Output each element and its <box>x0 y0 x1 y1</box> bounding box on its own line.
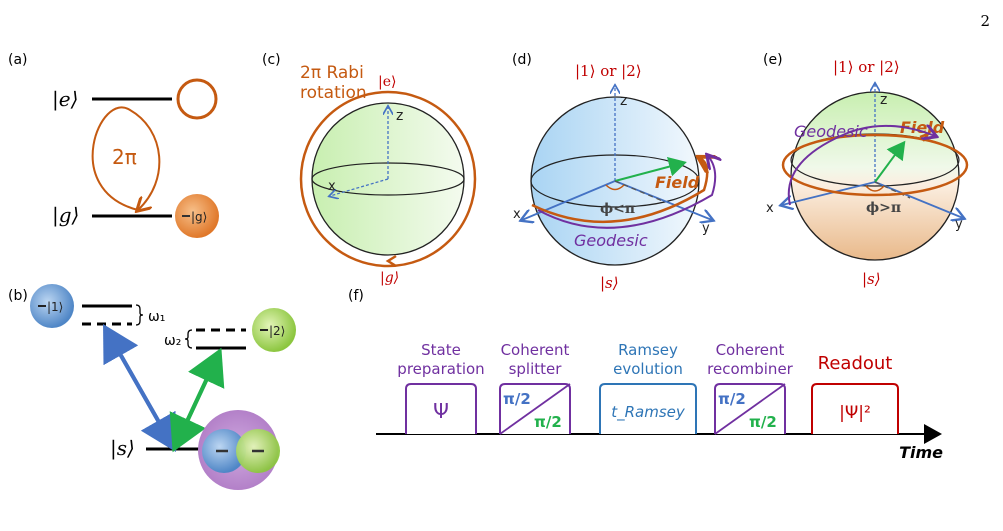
rabi-arrow-c <box>385 254 397 268</box>
omega-2: ω₂ <box>164 333 181 349</box>
panel-b-label: (b) <box>8 288 28 304</box>
field-vector-e <box>874 140 906 183</box>
stage-5-title: Readout <box>818 353 893 374</box>
state-bottom-e: |s⟩ <box>862 270 881 288</box>
page-number: 2 <box>980 12 990 30</box>
geodesic-arc-d <box>537 156 715 229</box>
field-orbit-e <box>781 133 969 197</box>
geodesic-label-d: Geodesic <box>574 231 648 250</box>
phi-label-d: ϕ<π <box>600 201 635 217</box>
y-axis-e <box>874 181 963 218</box>
panel-f-label: (f) <box>348 288 364 304</box>
stage-1-content: Ψ <box>433 399 449 423</box>
state-top-d: |1⟩ or |2⟩ <box>575 62 642 80</box>
panel-e-label: (e) <box>763 52 783 68</box>
stage-2-top: π/2 <box>503 390 531 408</box>
ket-e: |e⟩ <box>52 87 78 112</box>
atom-2 <box>252 308 296 352</box>
phi-arc-d <box>605 184 625 191</box>
field-projection-e <box>874 181 911 199</box>
panel-c: (c) 2π Rabi rotation |e⟩ z x |g⟩ <box>262 52 477 286</box>
panel-c-label: (c) <box>262 52 281 68</box>
stage-1-title-1: State <box>421 341 461 359</box>
omega-1: ω₁ <box>148 309 165 325</box>
x-label-c: x <box>328 179 336 194</box>
x-axis-e <box>782 181 876 205</box>
panel-e: (e) |1⟩ or |2⟩ z x y ϕ>π Field Geodesic … <box>763 52 969 288</box>
field-vector-d <box>614 156 687 182</box>
y-label-e: y <box>955 217 963 232</box>
state-top-e: |1⟩ or |2⟩ <box>833 58 900 76</box>
ket-s: |s⟩ <box>110 436 135 461</box>
panel-a-label: (a) <box>8 52 28 68</box>
loop-label: 2π <box>112 145 137 169</box>
ket-g: |g⟩ <box>52 203 79 228</box>
stage-4-title-1: Coherent <box>716 341 785 359</box>
z-label-c: z <box>396 108 403 124</box>
y-axis-d <box>614 180 712 220</box>
time-label: Time <box>899 443 943 462</box>
panel-b: (b) |1⟩ ω₁ ω₂ |2⟩ |s⟩ <box>8 284 296 490</box>
atom-e-empty <box>176 78 218 120</box>
stage-5-content: |Ψ|² <box>839 403 871 423</box>
stage-2-bottom: π/2 <box>534 413 562 431</box>
green-transition-arrow-back <box>169 354 220 453</box>
stage-2-title-2: splitter <box>509 360 563 378</box>
y-label-d: y <box>702 221 710 236</box>
z-label-d: z <box>620 93 627 109</box>
stage-3-pulse <box>599 383 697 434</box>
z-label-e: z <box>880 92 887 108</box>
phi-label-e: ϕ>π <box>866 200 901 216</box>
rabi-title-1: 2π Rabi <box>300 63 364 83</box>
stage-3-title-1: Ramsey <box>618 341 678 359</box>
x-label-d: x <box>513 207 521 222</box>
stage-2-title-1: Coherent <box>501 341 570 359</box>
omega-2-brace <box>184 329 193 349</box>
stage-1-pulse <box>405 383 477 434</box>
stage-4-diagonal <box>714 383 786 435</box>
stage-4-title-2: recombiner <box>707 360 794 378</box>
x-axis-d <box>522 180 616 220</box>
phi-arc-e <box>865 185 885 192</box>
atom-2-label: |2⟩ <box>269 324 285 338</box>
atom-g <box>175 194 219 238</box>
state-bottom-d: |s⟩ <box>600 274 619 292</box>
stage-5-pulse <box>811 383 899 434</box>
stage-4-bottom: π/2 <box>749 413 777 431</box>
atom-1-label: |1⟩ <box>47 300 63 314</box>
stage-4-top: π/2 <box>718 390 746 408</box>
stage-2-diagonal <box>499 383 571 435</box>
panel-f: (f) Time State preparation Ψ Coherent sp… <box>348 288 943 462</box>
geodesic-arc-e <box>787 126 935 206</box>
atom-1 <box>30 284 74 328</box>
rabi-circle-c <box>299 90 477 268</box>
geodesic-label-e: Geodesic <box>794 122 868 141</box>
rabi-loop <box>91 106 161 210</box>
field-projection-d <box>614 180 666 203</box>
state-e-top: |e⟩ <box>378 74 396 90</box>
omega-1-brace <box>135 304 144 326</box>
x-label-e: x <box>766 201 774 216</box>
panel-d: (d) |1⟩ or |2⟩ z x y ϕ<π Field Geodesic … <box>512 52 715 292</box>
x-axis-c <box>330 178 389 196</box>
state-g-bottom: |g⟩ <box>380 270 399 286</box>
atom-g-label: |g⟩ <box>191 210 207 224</box>
rabi-title-2: rotation <box>300 83 367 103</box>
stage-1-title-2: preparation <box>397 360 484 378</box>
panel-d-label: (d) <box>512 52 532 68</box>
stage-3-title-2: evolution <box>613 360 683 378</box>
stage-3-content: t_Ramsey <box>611 403 686 422</box>
blue-transition-arrow-back <box>105 330 176 452</box>
panel-a: (a) |e⟩ |g⟩ 2π |g⟩ <box>8 52 219 238</box>
field-label-d: Field <box>655 173 700 192</box>
